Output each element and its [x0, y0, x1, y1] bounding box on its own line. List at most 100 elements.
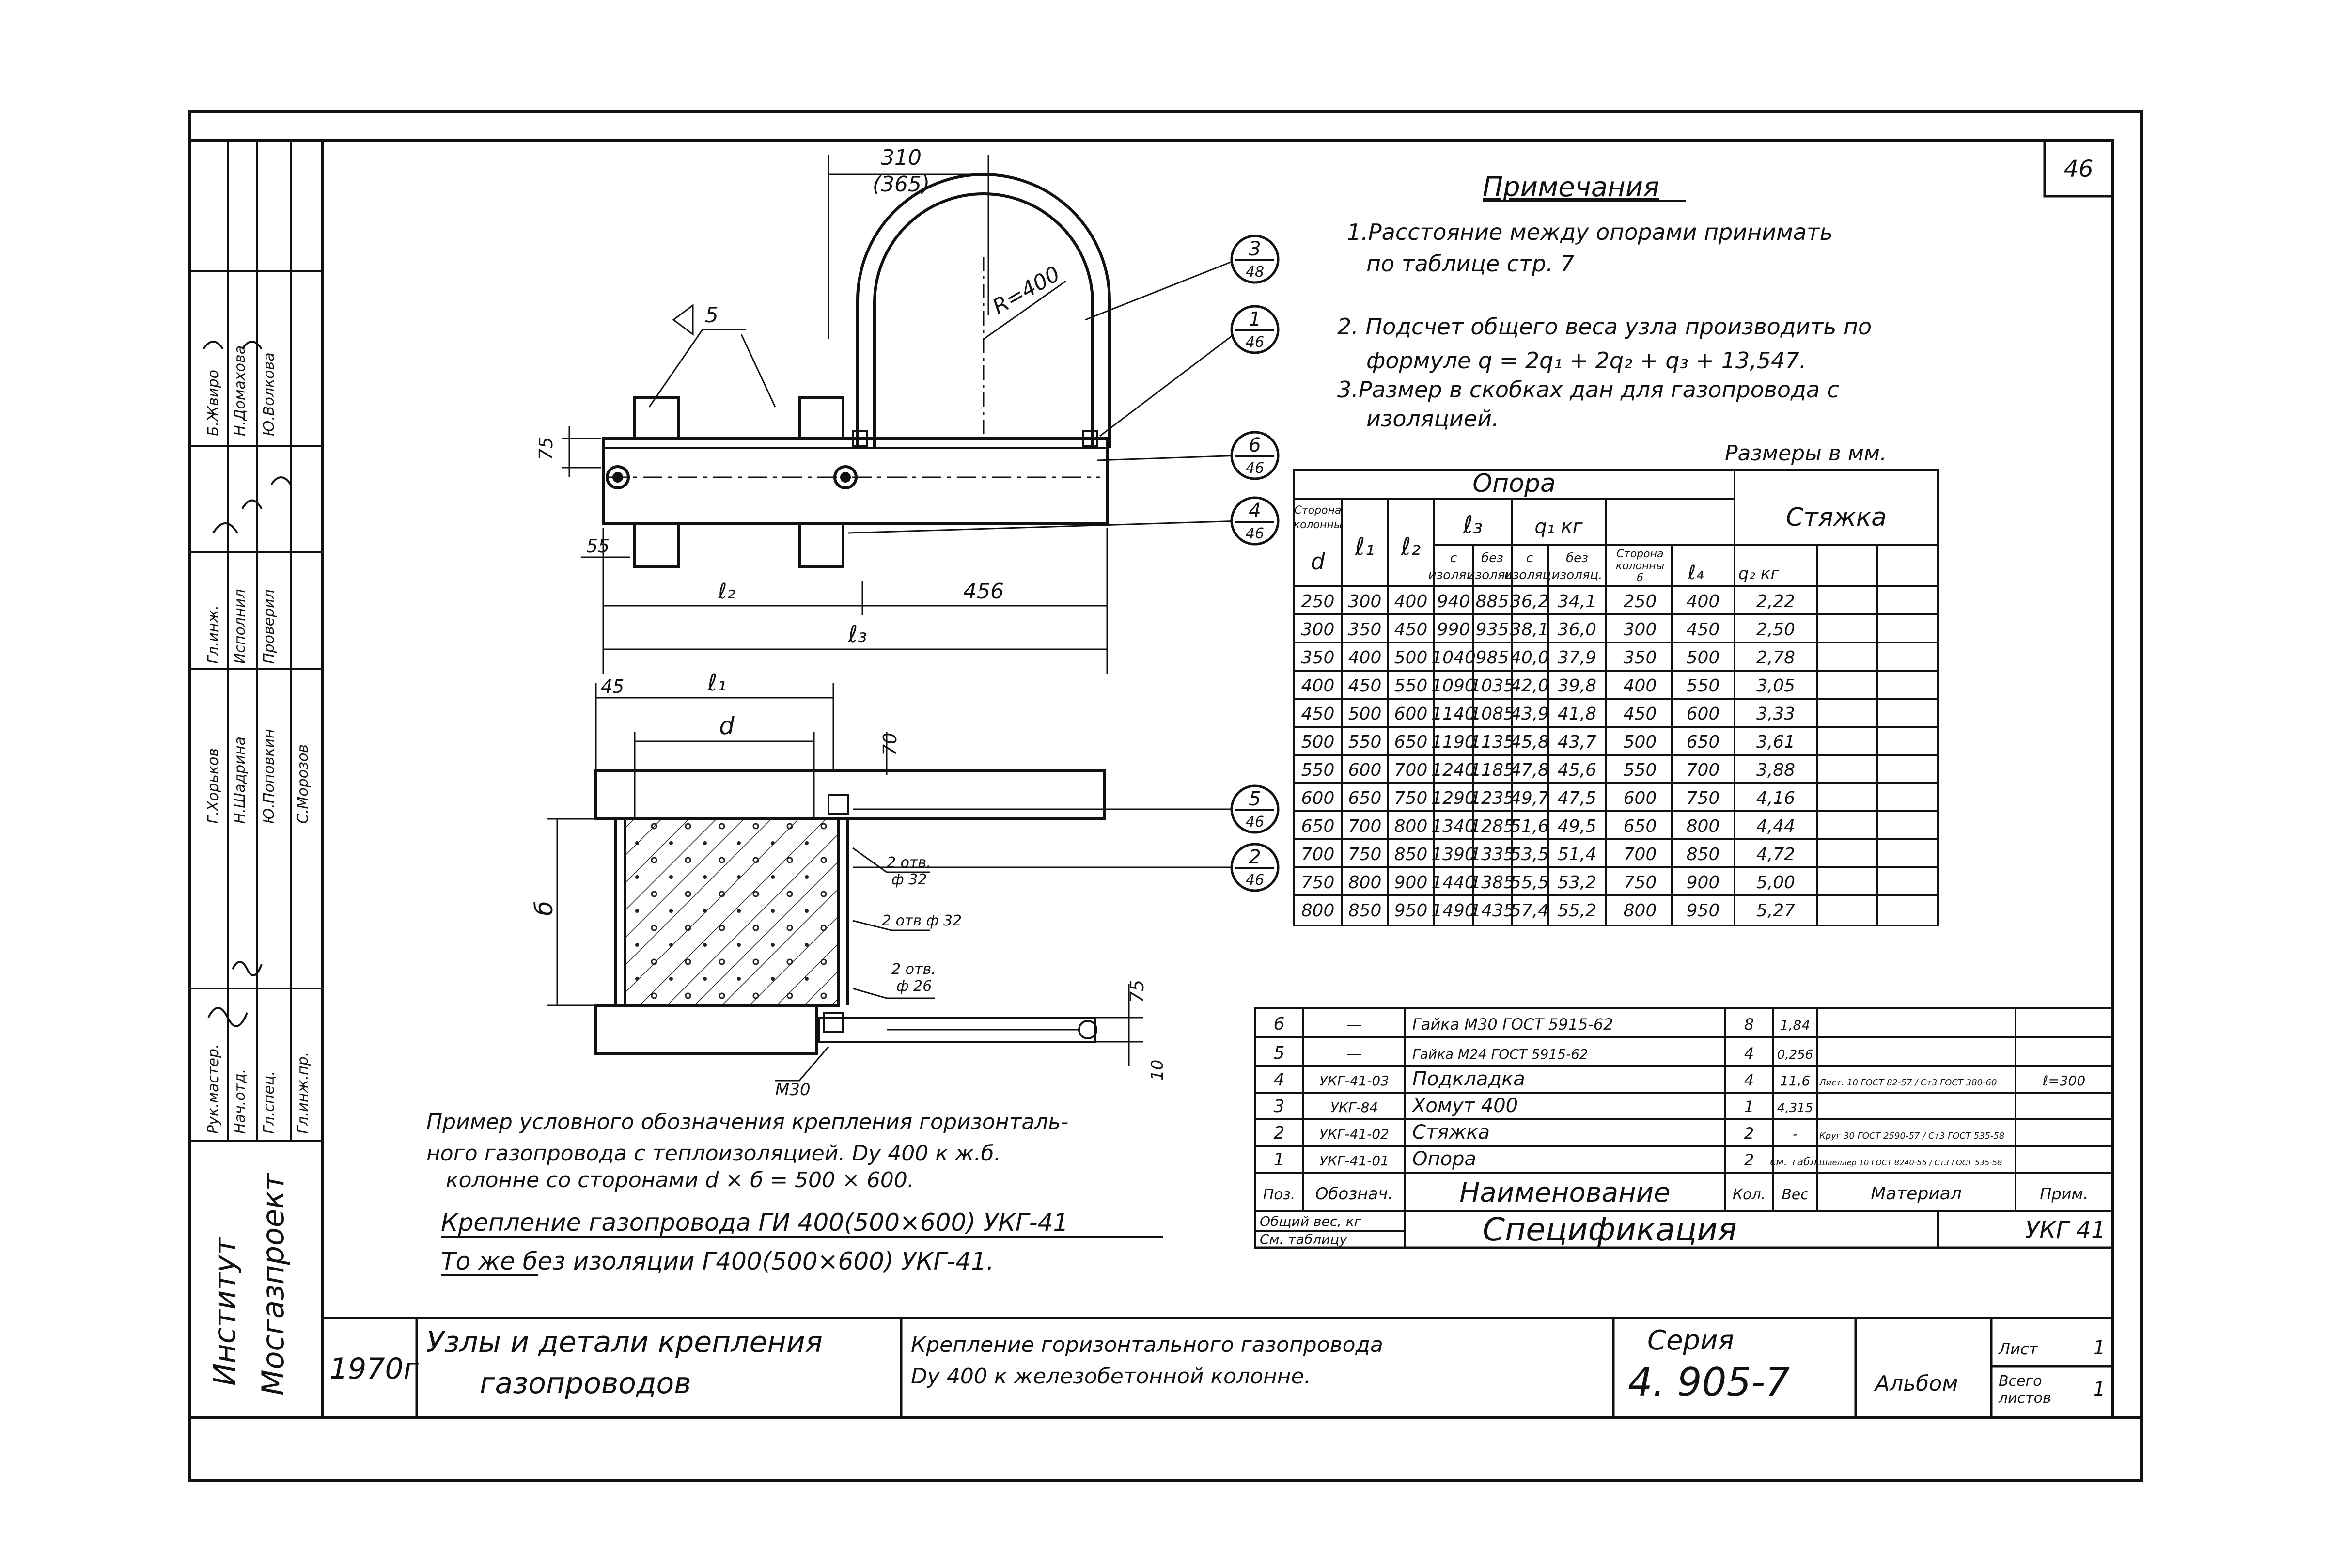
approval-role-5: Гл.инж.	[205, 605, 222, 664]
callout-number: 3	[1249, 238, 1261, 260]
dim-d: d	[719, 712, 735, 740]
callout-sheet: 48	[1246, 264, 1264, 281]
approval-role-3: Гл.спец.	[261, 1071, 278, 1134]
dim-75: 75	[535, 437, 557, 460]
dims-table-cell: 1490	[1431, 901, 1476, 921]
spec-pos: 2	[1274, 1123, 1285, 1143]
dims-table-cell: 38,1	[1510, 620, 1549, 640]
dim-45: 45	[601, 676, 624, 697]
dims-table-cell: 500	[1348, 704, 1382, 724]
dims-table-cell: 400	[1394, 592, 1428, 612]
dims-table-cell: 300	[1301, 620, 1335, 640]
dims-table-cell: 350	[1301, 648, 1335, 668]
hole-label-1a: 2 отв.	[887, 854, 931, 871]
hole-label-3a: 2 отв.	[891, 961, 936, 978]
note-1: 1.Расстояние между опорами принимать	[1347, 219, 1833, 245]
dims-table-cell: 500	[1394, 648, 1428, 668]
dims-table-cell: 40,0	[1510, 648, 1549, 668]
approval-strip	[189, 140, 323, 1418]
dims-table-cell: 37,9	[1558, 648, 1596, 668]
example-designation: Пример условного обозначения крепления г…	[426, 1110, 1163, 1276]
spec-name: Стяжка	[1412, 1121, 1490, 1144]
dims-table-cell: 34,1	[1558, 592, 1596, 612]
notes: Примечания 1.Расстояние между опорами пр…	[1337, 172, 1872, 432]
dims-h-q1-without-2: изоляц.	[1552, 568, 1603, 582]
note-2b: формуле q = 2q₁ + 2q₂ + q₃ + 13,547.	[1366, 347, 1806, 374]
institute-line-2: Мосгазпроект	[255, 1173, 291, 1396]
hole-label-2: 2 отв ф 32	[882, 912, 962, 929]
dims-table-cell: 45,6	[1558, 760, 1596, 780]
callout-bubble: 348	[1230, 235, 1280, 284]
dims-table-cell: 800	[1394, 816, 1428, 836]
total-weight-label: Общий вес, кг	[1260, 1213, 1361, 1229]
dims-h-sideb-1: Сторона	[1617, 548, 1664, 560]
dims-table-cell: 400	[1348, 648, 1382, 668]
clamp-inner	[873, 192, 1094, 448]
dims-h-l2: ℓ₂	[1401, 533, 1421, 561]
dims-table-cell: 400	[1624, 676, 1657, 696]
dims-table-cell: 500	[1624, 732, 1657, 752]
dims-table-cell: 550	[1394, 676, 1428, 696]
dims-table-cell: 940	[1437, 592, 1470, 612]
dims-table-cell: 41,8	[1558, 704, 1596, 724]
dims-table-cell: 800	[1301, 901, 1335, 921]
sheets-total: 1	[2093, 1378, 2105, 1400]
spec-header-pos: Поз.	[1263, 1186, 1295, 1203]
spec-qty: 1	[1744, 1098, 1754, 1116]
callout-number: 2	[1249, 846, 1261, 868]
institute-line-1: Институт	[207, 1237, 242, 1386]
dims-table-cell: 250	[1624, 592, 1657, 612]
dims-h-q1-with-1: с	[1526, 551, 1533, 565]
dims-group-styazhka: Стяжка	[1786, 503, 1887, 532]
approval-name-6: Н.Домахова	[232, 345, 249, 436]
dims-table-cell: 550	[1301, 760, 1335, 780]
dims-table-cell: 700	[1394, 760, 1428, 780]
dims-table-cell: 1390	[1431, 845, 1476, 864]
dims-table-cell: 700	[1348, 816, 1382, 836]
callout-sheet: 46	[1246, 872, 1264, 889]
dims-table-cell: 850	[1348, 901, 1382, 921]
spec-header-note: Прим.	[2040, 1185, 2088, 1203]
signature-scribbles	[203, 341, 292, 1027]
spec-code: —	[1346, 1015, 1362, 1034]
plan-channel-bottom	[594, 1004, 818, 1055]
dims-table-cell: 650	[1394, 732, 1428, 752]
dims-table-cell: 47,8	[1510, 760, 1549, 780]
dims-table-cell: 55,5	[1510, 873, 1549, 893]
dims-table-cell: 350	[1624, 648, 1657, 668]
spec-header-name: Наименование	[1459, 1177, 1670, 1208]
spec-header-material: Материал	[1871, 1184, 1962, 1204]
callout-number: 1	[1249, 308, 1261, 330]
page-number-box: 46	[2043, 139, 2114, 198]
title-texts: 1970г Узлы и детали крепления газопровод…	[329, 1325, 2105, 1407]
dims-h-sideb-3: б	[1637, 572, 1643, 584]
sheet-label: Лист	[1998, 1340, 2038, 1358]
spec-note: ℓ=300	[2042, 1073, 2085, 1089]
sheet-number: 1	[2093, 1337, 2105, 1359]
top-view	[602, 173, 1111, 568]
dims-table-cell: 700	[1624, 845, 1657, 864]
dims-table-cell: 1090	[1431, 676, 1476, 696]
spec-weight: 4,315	[1777, 1101, 1813, 1115]
spec-weight: 0,256	[1777, 1048, 1813, 1062]
dims-table-cell: 450	[1348, 676, 1382, 696]
dims-table-cell: 800	[1624, 901, 1657, 921]
dims-table-cell: 500	[1301, 732, 1335, 752]
dims-table-cell: 1185	[1470, 760, 1515, 780]
dims-table-cell: 935	[1476, 620, 1509, 640]
callout-number: 5	[1249, 788, 1261, 810]
dims-table-cell: 4,44	[1756, 816, 1795, 836]
dims-h-side-2: колонны	[1294, 519, 1342, 531]
dim-70: 70	[879, 733, 901, 756]
callout-leaders	[847, 258, 1241, 868]
dims-table-cell: 250	[1301, 592, 1335, 612]
dims-table-cell: 650	[1687, 732, 1720, 752]
